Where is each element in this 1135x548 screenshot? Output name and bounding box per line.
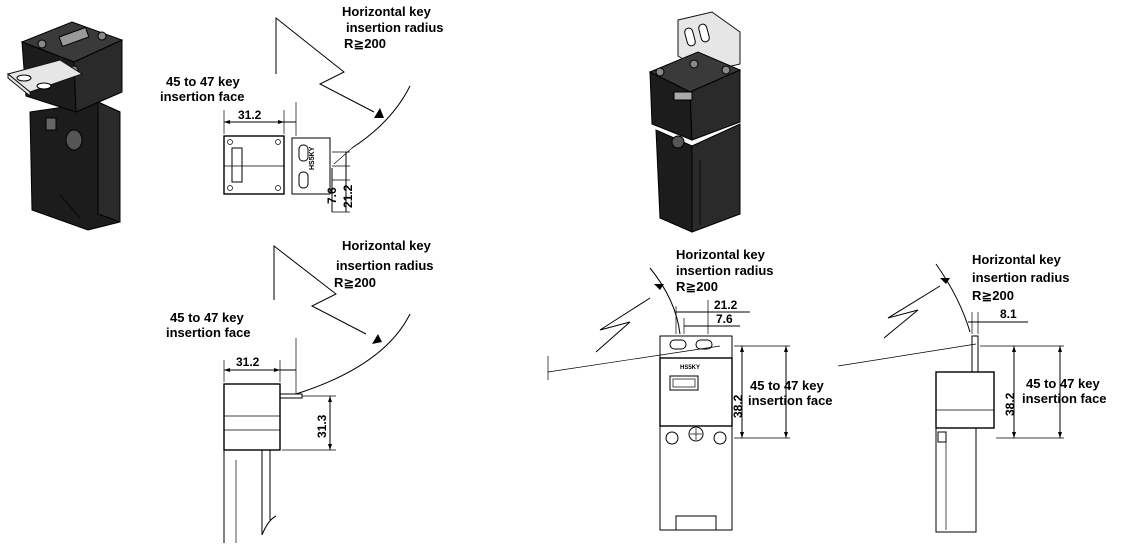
face-label-line1: 45 to 47 key: [166, 74, 240, 89]
radius-label-line1: Horizontal key: [342, 238, 432, 253]
top-view-body: [223, 135, 285, 195]
radius-label-line1: Horizontal key: [342, 4, 432, 19]
face-label-line2: insertion face: [748, 393, 833, 408]
right-view: 8.1 38.2: [837, 263, 1064, 533]
radius-label-line2: insertion radius: [346, 20, 444, 35]
face-label-line2: insertion face: [160, 89, 245, 104]
front-view-labels: Horizontal key insertion radius R≧200 45…: [676, 247, 833, 408]
radius-label-line3: R≧200: [972, 288, 1014, 303]
side-view-height: 31.3: [315, 414, 329, 438]
side-view: 31.2 31.3: [223, 244, 411, 543]
right-view-labels: Horizontal key insertion radius R≧200 45…: [972, 252, 1107, 406]
face-label-line2: insertion face: [166, 325, 251, 340]
radius-label-line3: R≧200: [344, 36, 386, 51]
top-view-offset: 7.6: [325, 187, 339, 204]
face-label-line1: 45 to 47 key: [170, 310, 244, 325]
top-view-width: 31.2: [238, 108, 262, 122]
key-slot: [231, 147, 243, 183]
top-view-labels: Horizontal key insertion radius R≧200 45…: [160, 4, 444, 104]
side-view-labels: Horizontal key insertion radius R≧200 45…: [166, 238, 434, 340]
front-view-body: [659, 425, 733, 531]
front-view-offset: 7.6: [716, 312, 733, 326]
product-photo-left: [6, 21, 124, 231]
front-view-height: 38.2: [731, 394, 745, 418]
radius-label-line1: Horizontal key: [972, 252, 1062, 267]
right-view-key-plate: [971, 335, 979, 373]
radius-label-line2: insertion radius: [676, 263, 774, 278]
face-label-line2: insertion face: [1022, 391, 1107, 406]
radius-label-line1: Horizontal key: [676, 247, 766, 262]
top-view-key-plate: [291, 137, 331, 195]
key-marking: HS5KY: [309, 146, 316, 170]
right-view-thickness: 8.1: [1000, 307, 1017, 321]
radius-label-line2: insertion radius: [336, 258, 434, 273]
right-view-body: [935, 427, 977, 533]
top-view-span: 21.2: [341, 184, 355, 208]
face-label-line1: 45 to 47 key: [750, 378, 824, 393]
radius-label-line2: insertion radius: [972, 270, 1070, 285]
top-view: HS5KY 31.2 7.6 21.2: [223, 16, 411, 213]
radius-label-line3: R≧200: [334, 275, 376, 290]
side-view-head: [223, 383, 281, 451]
product-photo-center: [648, 11, 742, 233]
radius-label-line3: R≧200: [676, 279, 718, 294]
right-view-head: [935, 371, 995, 429]
front-view: HS5KY 21.2 7.6 38.2: [547, 267, 790, 531]
face-label-line1: 45 to 47 key: [1026, 376, 1100, 391]
key-marking: HS5KY: [680, 365, 700, 371]
front-view-span: 21.2: [714, 298, 738, 312]
right-view-height: 38.2: [1003, 392, 1017, 416]
side-view-width: 31.2: [236, 355, 260, 369]
